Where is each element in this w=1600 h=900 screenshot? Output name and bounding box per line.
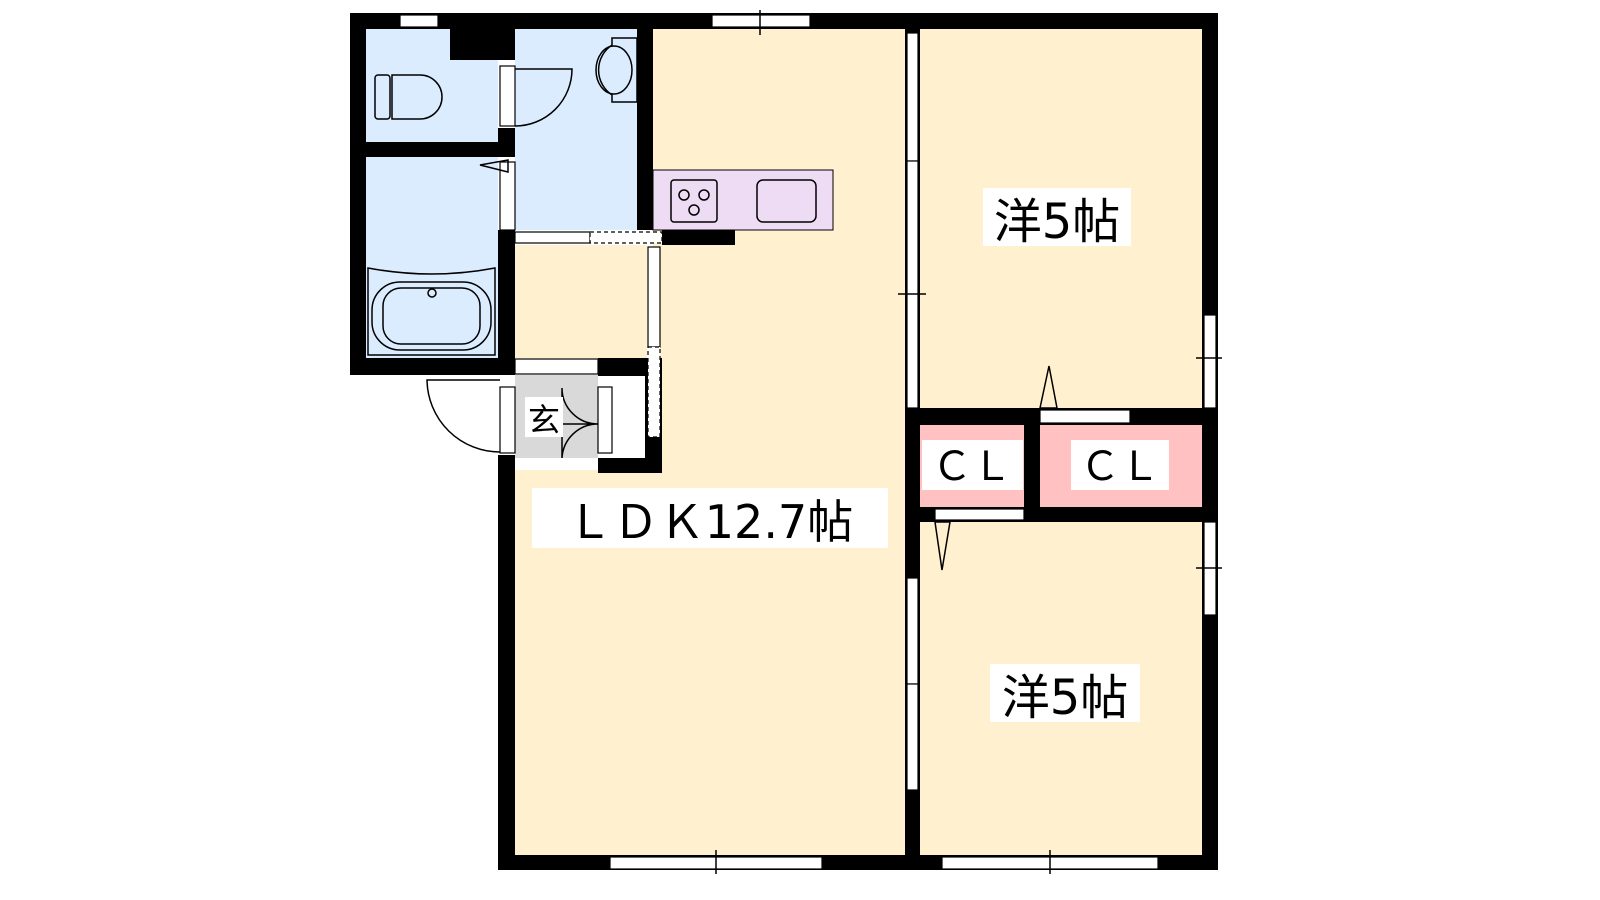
room-label-western-bottom: 洋5帖 [1002,670,1129,726]
washroom [515,29,637,230]
hallway [515,245,647,358]
sink-icon [595,37,638,103]
kitchen-counter [652,169,834,231]
kitchen-sink-icon [756,179,817,223]
room-label-closet-right: ＣＬ [1080,444,1160,490]
ldk-room [653,29,905,855]
room-label-entrance: 玄 [528,401,560,439]
stove-icon [670,179,718,223]
walls [350,13,1218,870]
room-label-closet-left: ＣＬ [932,444,1012,490]
toilet-icon [374,74,443,120]
doors [426,65,1058,571]
windows [399,10,1222,874]
room-label-ldk: ＬＤＫ12.7帖 [567,495,853,549]
bathtub-icon [367,267,496,356]
bathroom [366,157,498,358]
room-label-western-top: 洋5帖 [994,194,1121,250]
